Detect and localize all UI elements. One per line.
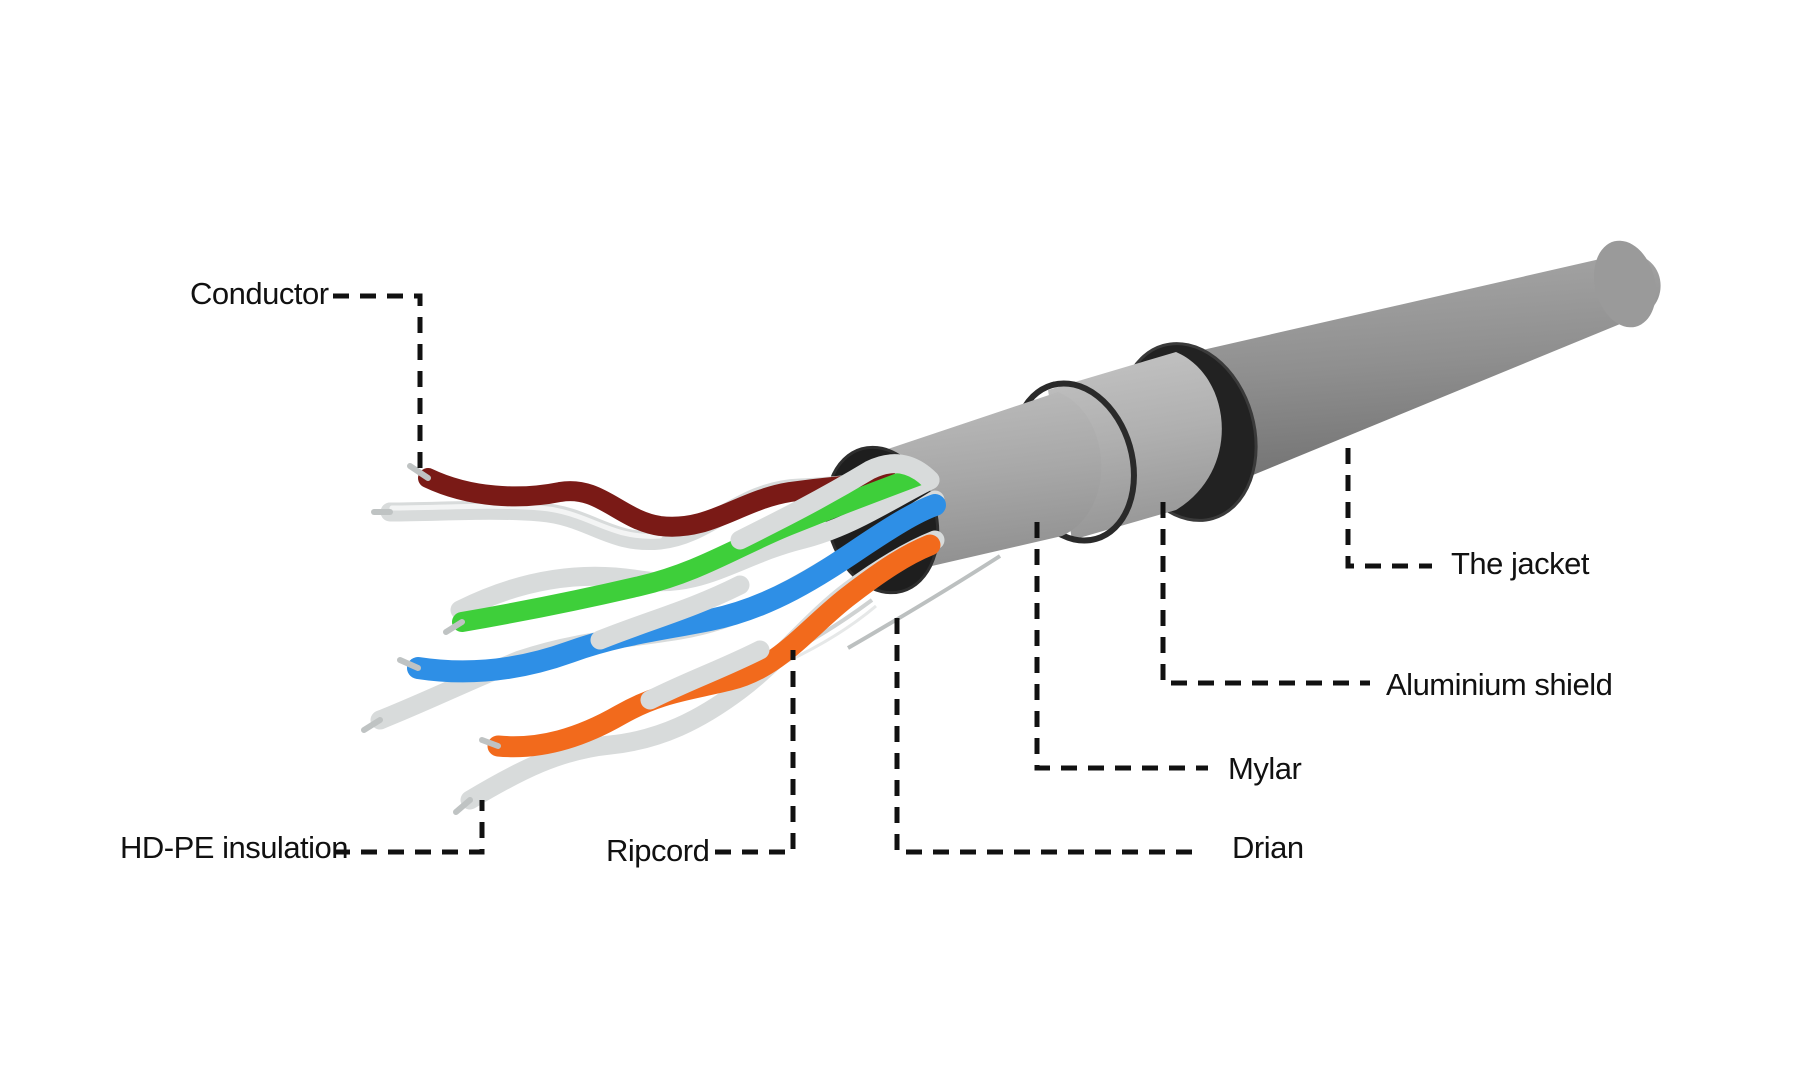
jacket-leader [1345,448,1432,569]
jacket-end-cap [1594,240,1656,328]
blue-wire [407,494,946,683]
green-conductor-tip [443,619,465,635]
blue-conductor-tip [397,657,421,671]
green-wire [452,465,930,632]
jacket-sheath [1150,253,1661,505]
insulation-leader [334,800,485,855]
white-blue-conductor-tip [361,717,383,733]
insulation-label: HD-PE insulation [120,830,348,865]
orange-conductor-tip [479,737,501,749]
pair-green [443,454,940,635]
conductor-leader [333,293,423,470]
brown-conductor-tip [407,463,431,481]
white-blue-overwrap [590,575,750,650]
leader-lines [333,293,1432,855]
pair-blue [361,490,946,733]
pair-orange [453,530,945,815]
mylar-leader [1034,522,1208,771]
white-brown-highlight [389,503,663,539]
mylar-label: Mylar [1228,751,1301,786]
ripcord-strand-2 [785,604,877,664]
ripcord-label: Ripcord [606,833,709,868]
shield-label: Aluminium shield [1386,667,1612,702]
jacket-label: The jacket [1451,546,1590,581]
white-orange-conductor-tip [453,797,473,815]
brown-wire [418,468,900,537]
white-orange-overwrap [640,640,770,710]
shield-leader [1160,502,1370,686]
conductor-label: Conductor [190,276,329,311]
drain-wire [847,554,1002,650]
drain-leader [894,618,1195,855]
white-green-wire [450,470,940,620]
labels: Conductor HD-PE insulation Ripcord Drian… [120,276,1613,868]
orange-wire [487,534,941,758]
white-green-overwrap [730,454,940,550]
drain-label: Drian [1232,830,1304,865]
